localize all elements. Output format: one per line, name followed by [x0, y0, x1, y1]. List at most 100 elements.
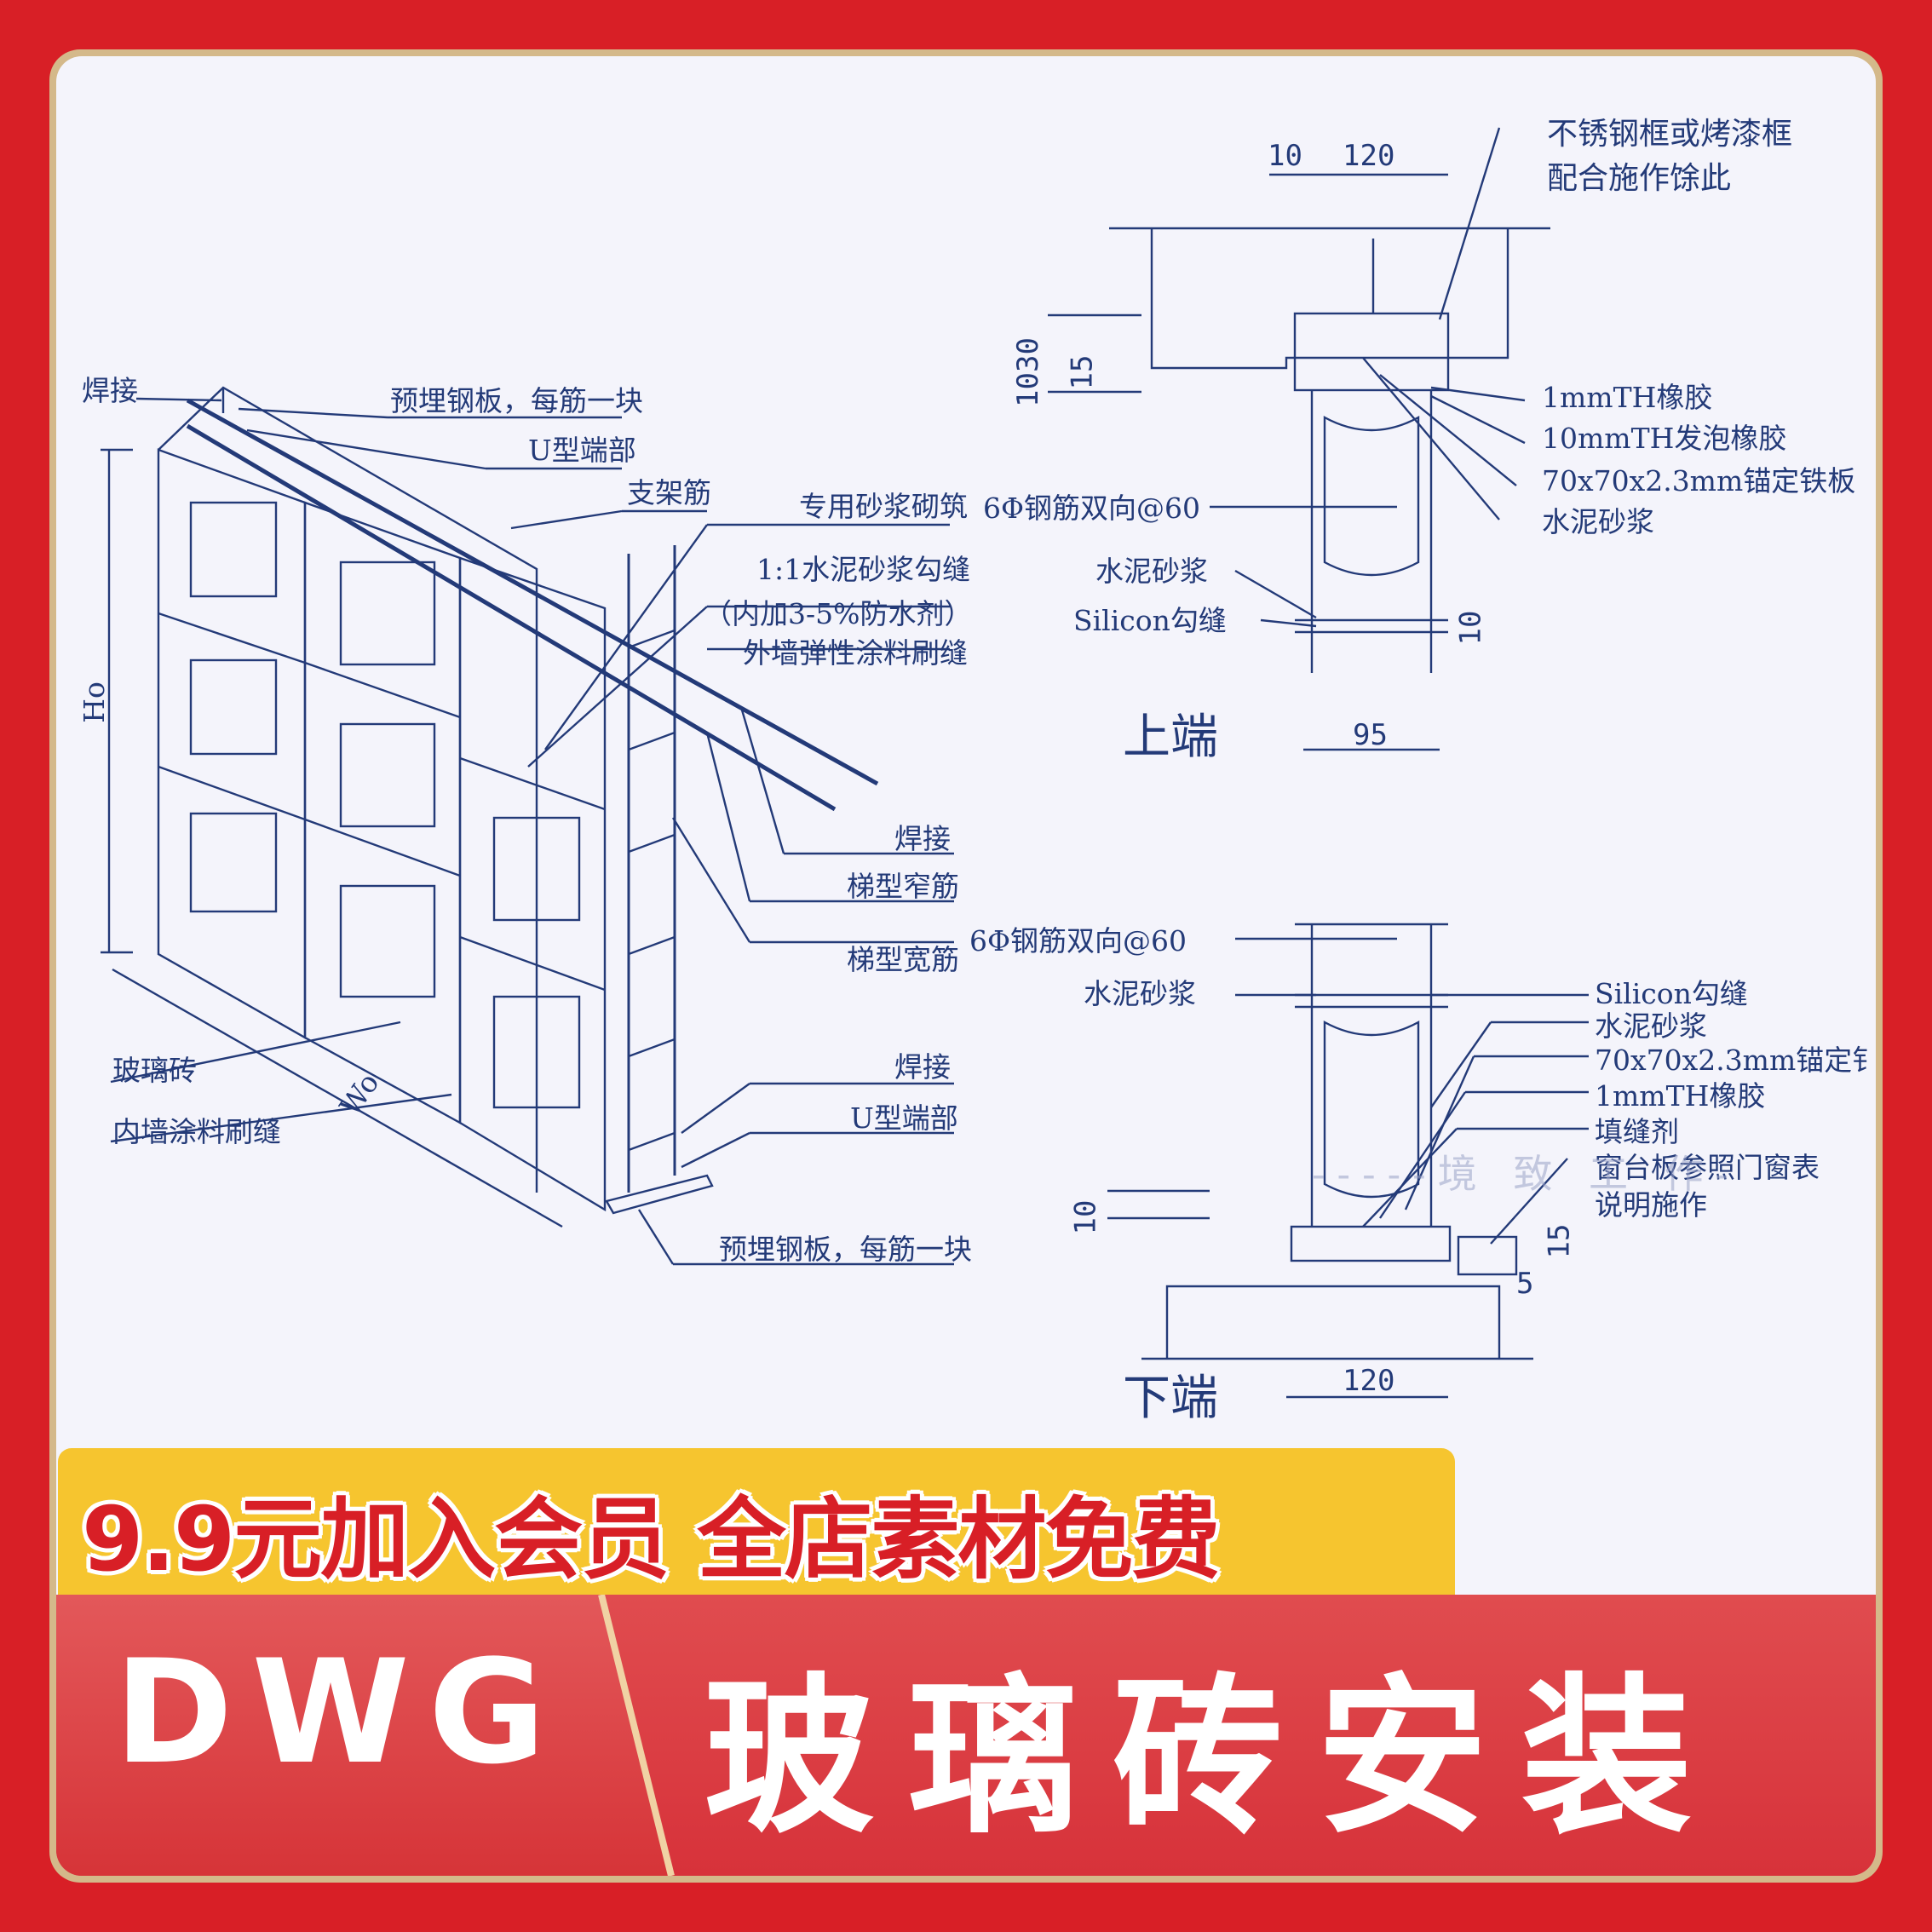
label-weld-top: 焊接 [82, 374, 138, 407]
top-section-title: 上端 [1123, 710, 1218, 765]
dim-top-120: 120 [1343, 139, 1395, 173]
leader [1379, 1091, 1466, 1219]
label-cement-joint: 1:1水泥砂浆勾缝 [756, 553, 971, 586]
dim-top-10: 10 [1268, 139, 1302, 173]
format-label: DWG [114, 1629, 565, 1796]
wall-face-1 [157, 448, 307, 1040]
leader [1362, 357, 1500, 520]
brick-profile [1323, 1020, 1420, 1199]
label-bottom-silicon: Silicon勾缝 [1595, 977, 1748, 1010]
dim-bottom-15: 15 [1542, 1223, 1577, 1259]
label-top-cement-left: 水泥砂浆 [1095, 555, 1208, 588]
dim-label-h: Ho [77, 681, 111, 723]
slab-outline [1150, 228, 1509, 370]
leader [705, 732, 751, 902]
dim-bottom-10: 10 [1068, 1199, 1103, 1235]
bottom-section-title: 下端 [1123, 1371, 1218, 1426]
label-u-end-bottom: U型端部 [850, 1101, 958, 1135]
leader [1260, 618, 1317, 628]
watermark: -----境 致 工 作- [1312, 1151, 1741, 1197]
label-u-end-top: U型端部 [528, 434, 636, 467]
label-top-silicon: Silicon勾缝 [1073, 604, 1227, 637]
leader [238, 407, 388, 419]
banner-title: 玻璃砖安装 [704, 1659, 1727, 1857]
promo-strip [58, 1448, 1455, 1595]
wall-top-edge [158, 386, 538, 1193]
leader [1430, 386, 1526, 402]
leader [510, 509, 623, 530]
dim-bottom-5: 5 [1516, 1267, 1534, 1301]
dim-top-10b: 10 [1453, 610, 1488, 646]
leader [1362, 1128, 1458, 1228]
dim-top-15: 15 [1065, 354, 1100, 390]
label-bottom-anchor-plate: 70x70x2.3mm锚定钅 [1595, 1044, 1881, 1077]
brick-recess [339, 722, 436, 828]
ladder-rung [628, 1131, 676, 1152]
band-divider [598, 1595, 675, 1876]
course-line [459, 935, 606, 992]
label-top-foam: 10mmTH发泡橡胶 [1542, 422, 1787, 455]
brick-profile [1323, 415, 1420, 577]
ladder-rung [628, 935, 676, 956]
brick-recess [189, 501, 278, 598]
brick-recess [189, 658, 278, 756]
bottom-frame [1290, 1225, 1452, 1262]
course-line [459, 756, 606, 811]
leader [671, 817, 751, 943]
leader [527, 606, 708, 768]
ladder-rung [628, 1038, 676, 1058]
label-top-anchor-plate: 70x70x2.3mm锚定铁板 [1542, 464, 1856, 497]
label-top-rebar: 6Φ钢筋双向@60 [983, 492, 1201, 525]
brick-recess [339, 884, 436, 998]
brick-recess [189, 812, 278, 913]
label-ladder-wide: 梯型宽筋 [847, 943, 959, 976]
ladder-bar-long [186, 398, 879, 786]
label-top-rubber: 1mmTH橡胶 [1542, 381, 1713, 414]
label-weld-bottom: 焊接 [894, 1050, 951, 1084]
label-weld-mid: 焊接 [894, 822, 951, 855]
leader [1234, 569, 1317, 619]
label-bottom-filler: 填缝剂 [1595, 1115, 1679, 1148]
isometric-wall [101, 386, 954, 1266]
leader [1379, 374, 1517, 486]
label-bottom-cement-left: 水泥砂浆 [1084, 977, 1196, 1010]
leader [637, 1209, 675, 1265]
label-bottom-rubber: 1mmTH橡胶 [1595, 1079, 1766, 1113]
title-band-left [56, 1595, 670, 1876]
label-bottom-sill-1: 窗台板参照门窗表 [1595, 1151, 1820, 1184]
label-bottom-sill-2: 说明施作 [1595, 1188, 1707, 1222]
embedded-plate-bottom [605, 1174, 714, 1215]
promo-text: 9.9元加入会员 全店素材免费 [82, 1487, 1220, 1591]
bottom-section [1107, 923, 1589, 1399]
label-support-bar: 支架筋 [627, 476, 711, 509]
leader [1438, 127, 1501, 320]
brick-recess [492, 995, 581, 1109]
dim-line-w [112, 968, 563, 1228]
leader [246, 428, 486, 470]
window-sill-board [1457, 1235, 1518, 1276]
label-embedded-plate-top: 预埋钢板，每筋一块 [390, 384, 643, 417]
leader [110, 1021, 401, 1084]
leader [1430, 1021, 1492, 1108]
label-bottom-cement: 水泥砂浆 [1595, 1009, 1707, 1043]
brick-recess [339, 561, 436, 666]
label-int-coating: 内墙涂料刷缝 [112, 1115, 281, 1148]
course-line [304, 818, 461, 877]
wall-face-3 [458, 556, 607, 1212]
brick-recess [492, 816, 581, 922]
sill-slab [1165, 1285, 1501, 1359]
label-ladder-narrow: 梯型窄筋 [847, 870, 959, 903]
course-line [304, 661, 461, 719]
title-band [56, 1595, 1876, 1876]
ladder-rung [628, 833, 676, 854]
dim-bottom-120: 120 [1343, 1364, 1395, 1398]
label-frame-note-2: 配合施作馀此 [1547, 161, 1732, 196]
label-special-mortar: 专用砂浆砌筑 [799, 490, 968, 523]
label-ext-coating: 外墙弹性涂料刷缝 [743, 636, 968, 670]
leader [739, 706, 785, 854]
label-top-cement: 水泥砂浆 [1542, 505, 1654, 538]
dim-top-1030: 1030 [1010, 337, 1045, 407]
leader [1490, 1158, 1568, 1245]
label-embedded-plate-bottom: 预埋钢板，每筋一块 [719, 1233, 972, 1266]
